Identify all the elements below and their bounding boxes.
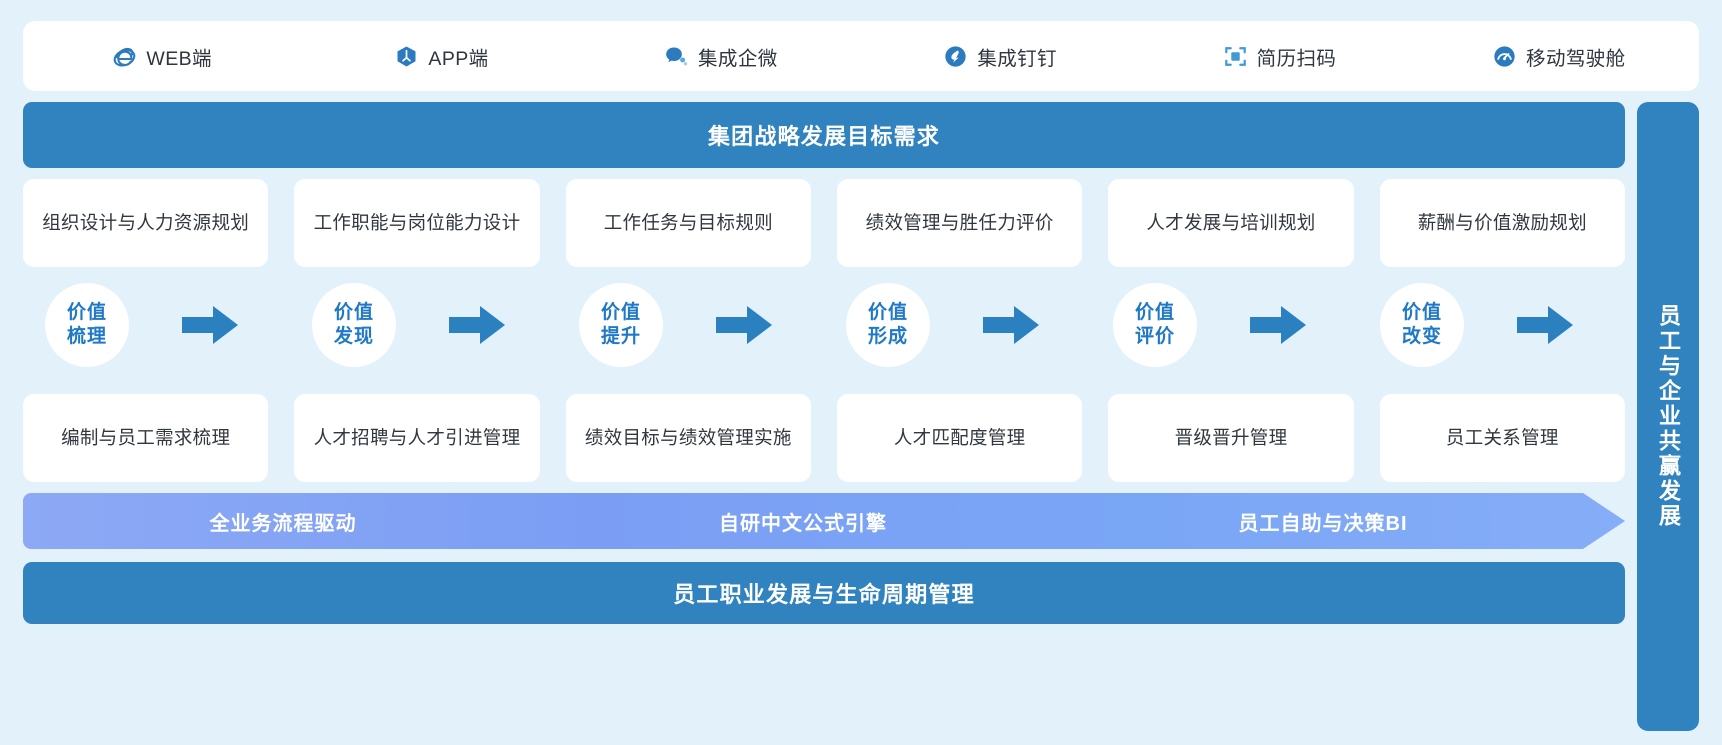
right-arrow-icon <box>181 306 238 344</box>
channel-item-dingtalk[interactable]: 集成钉钉 <box>861 42 1140 71</box>
right-arrow-icon <box>1249 306 1306 344</box>
channel-label: APP端 <box>428 47 489 70</box>
capability-strip: 全业务流程驱动 自研中文公式引擎 员工自助与决策BI <box>23 493 1625 549</box>
stage-cell: 价值 评价 <box>1091 283 1358 367</box>
value-stage-row: 价值 梳理 价值 发现 <box>23 273 1625 377</box>
ie-browser-icon <box>113 45 136 68</box>
stage-circle-2[interactable]: 价值 发现 <box>312 283 396 367</box>
channel-label: 集成企微 <box>698 47 778 70</box>
stage-line-2: 发现 <box>333 326 374 347</box>
capability-segment-3: 员工自助与决策BI <box>1238 512 1408 535</box>
stage-line-1: 价值 <box>867 302 908 324</box>
stage-cell: 价值 提升 <box>557 283 824 367</box>
stage-arrow <box>930 303 1091 347</box>
top-card[interactable]: 工作任务与目标规则 <box>565 179 811 267</box>
scan-code-icon <box>1224 45 1247 68</box>
right-arrow-icon <box>448 306 505 344</box>
side-vertical-title: 员工与企业共赢发展 <box>1656 304 1681 529</box>
channel-item-mobile-cockpit[interactable]: 移动驾驶舱 <box>1420 42 1699 71</box>
content-column: 集团战略发展目标需求 组织设计与人力资源规划 工作职能与岗位能力设计 工作任务与… <box>23 102 1625 731</box>
channel-item-resume-scan[interactable]: 简历扫码 <box>1140 42 1419 71</box>
stage-cell: 价值 梳理 <box>23 283 290 367</box>
capability-segment-1: 全业务流程驱动 <box>209 512 357 535</box>
channel-label: 移动驾驶舱 <box>1526 47 1626 70</box>
channel-label: WEB端 <box>146 47 212 70</box>
stage-arrow <box>129 303 290 347</box>
stage-arrow <box>396 303 557 347</box>
channel-item-app[interactable]: APP端 <box>302 42 581 71</box>
stage-line-1: 价值 <box>333 302 374 324</box>
channel-label: 集成钉钉 <box>977 47 1057 70</box>
channel-toolbar: WEB端 APP端 集成企微 <box>23 21 1699 91</box>
top-card-row: 组织设计与人力资源规划 工作职能与岗位能力设计 工作任务与目标规则 绩效管理与胜… <box>23 179 1625 267</box>
channel-item-wecom[interactable]: 集成企微 <box>582 42 861 71</box>
stage-circle-6[interactable]: 价值 改变 <box>1380 283 1464 367</box>
mobile-dashboard-icon <box>1493 45 1516 68</box>
lifecycle-footer-banner: 员工职业发展与生命周期管理 <box>23 562 1625 624</box>
strategy-header-title: 集团战略发展目标需求 <box>707 124 940 149</box>
stage-line-2: 提升 <box>600 326 641 347</box>
side-vertical-banner: 员工与企业共赢发展 <box>1637 102 1699 731</box>
top-card[interactable]: 组织设计与人力资源规划 <box>23 179 269 267</box>
bottom-card[interactable]: 人才匹配度管理 <box>836 394 1083 482</box>
stage-circle-3[interactable]: 价值 提升 <box>579 283 663 367</box>
stage-line-2: 梳理 <box>66 326 107 347</box>
top-card[interactable]: 薪酬与价值激励规划 <box>1379 179 1625 267</box>
stage-circle-4[interactable]: 价值 形成 <box>846 283 930 367</box>
stage-arrow <box>1464 303 1625 347</box>
top-card[interactable]: 人才发展与培训规划 <box>1108 179 1354 267</box>
bottom-card[interactable]: 人才招聘与人才引进管理 <box>294 394 540 482</box>
stage-circle-5[interactable]: 价值 评价 <box>1113 283 1197 367</box>
channel-item-web[interactable]: WEB端 <box>23 42 302 71</box>
bottom-card[interactable]: 员工关系管理 <box>1379 394 1625 482</box>
wecom-chat-icon <box>665 45 688 68</box>
bottom-card[interactable]: 晋级晋升管理 <box>1108 394 1354 482</box>
right-arrow-icon <box>982 306 1039 344</box>
top-card[interactable]: 工作职能与岗位能力设计 <box>294 179 540 267</box>
bottom-card[interactable]: 编制与员工需求梳理 <box>23 394 269 482</box>
stage-line-2: 形成 <box>867 326 908 347</box>
right-arrow-icon <box>715 306 772 344</box>
channel-label: 简历扫码 <box>1256 47 1337 70</box>
stage-arrow <box>1197 303 1358 347</box>
stage-line-1: 价值 <box>66 302 107 324</box>
main-body: 集团战略发展目标需求 组织设计与人力资源规划 工作职能与岗位能力设计 工作任务与… <box>14 102 1708 731</box>
stage-cell: 价值 发现 <box>290 283 557 367</box>
top-card[interactable]: 绩效管理与胜任力评价 <box>836 179 1083 267</box>
stage-line-1: 价值 <box>600 302 641 324</box>
stage-circle-1[interactable]: 价值 梳理 <box>45 283 129 367</box>
stage-cell: 价值 形成 <box>824 283 1091 367</box>
stage-cell: 价值 改变 <box>1358 283 1625 367</box>
app-cube-icon <box>395 45 418 68</box>
right-arrow-icon <box>1516 306 1573 344</box>
strategy-header-banner: 集团战略发展目标需求 <box>23 102 1625 168</box>
stage-line-1: 价值 <box>1401 302 1442 324</box>
bottom-card[interactable]: 绩效目标与绩效管理实施 <box>565 394 811 482</box>
capability-segment-2: 自研中文公式引擎 <box>719 512 887 535</box>
dingtalk-icon <box>944 45 967 68</box>
stage-arrow <box>663 303 824 347</box>
lifecycle-footer-title: 员工职业发展与生命周期管理 <box>673 582 975 607</box>
stage-line-2: 改变 <box>1401 326 1442 347</box>
stage-line-2: 评价 <box>1134 326 1175 347</box>
stage-line-1: 价值 <box>1134 302 1175 324</box>
bottom-card-row: 编制与员工需求梳理 人才招聘与人才引进管理 绩效目标与绩效管理实施 人才匹配度管… <box>23 394 1625 482</box>
capability-strip-wrapper: 全业务流程驱动 自研中文公式引擎 员工自助与决策BI <box>23 493 1625 549</box>
